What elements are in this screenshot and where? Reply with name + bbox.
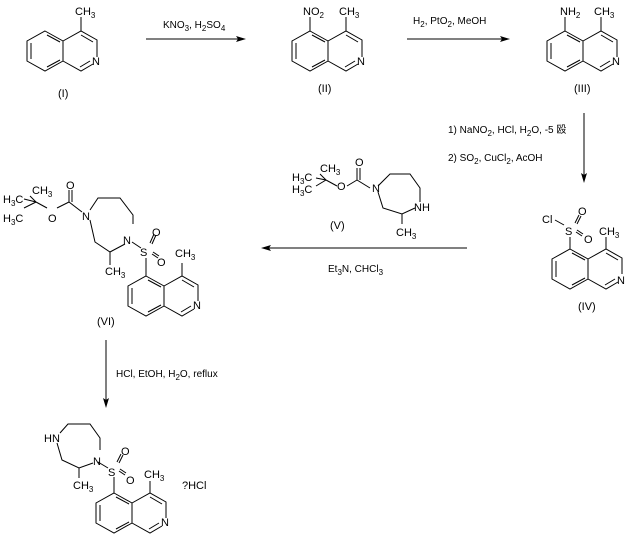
arrow-step-3: 1) NaNO2, HCl, H2O, -5 殴 2) SO2, CuCl2, …	[448, 113, 587, 183]
nitrogen-atom: N	[612, 56, 620, 68]
nitrogen-atom: N	[372, 183, 380, 195]
arrow-step-2: H2, PtO2, MeOH	[407, 16, 510, 42]
amino-group: NH2	[560, 6, 581, 20]
final-product: HN N S O O CH3 CH3 N ?HCl	[44, 423, 206, 534]
nitrogen-atom: N	[193, 300, 201, 312]
oxygen-atom: O	[121, 446, 130, 458]
compound-label: (VI)	[97, 316, 115, 328]
conditions-step-3a: 1) NaNO2, HCl, H2O, -5 殴	[448, 124, 566, 138]
nitrogen-atom: N	[93, 456, 101, 468]
conditions-step-2: H2, PtO2, MeOH	[413, 16, 486, 29]
conditions-step-5: HCl, EtOH, H2O, reflux	[116, 369, 218, 382]
ether-oxygen: O	[337, 181, 346, 193]
ch3-group: CH3	[339, 6, 360, 20]
oxygen-atom: O	[157, 257, 166, 269]
carbonyl-oxygen: O	[355, 157, 364, 169]
sulfur-atom: S	[108, 467, 115, 479]
oxygen-atom: O	[584, 234, 593, 246]
ch3-group: CH3	[32, 185, 53, 199]
compound-III: NH2 CH3 N (III)	[546, 6, 620, 95]
compound-label: (I)	[58, 88, 68, 100]
oxygen-atom: O	[578, 206, 587, 218]
ch3-group: CH3	[599, 226, 620, 240]
compound-label: (IV)	[578, 301, 596, 313]
compound-IV: Cl S O O CH3 N (IV)	[542, 206, 625, 313]
h3c-group: H3C	[292, 184, 312, 198]
nitrogen-atom: N	[357, 56, 365, 68]
ether-oxygen: O	[48, 213, 57, 225]
compound-label: (V)	[330, 220, 345, 232]
ch3-group: CH3	[144, 469, 165, 483]
h3c-group: H3C	[292, 172, 312, 186]
h3c-group: H3C	[3, 194, 23, 208]
compound-II: NO2 CH3 N (II)	[291, 6, 365, 95]
hn-group: HN	[44, 433, 60, 445]
ch3-group: CH3	[320, 163, 341, 177]
arrow-step-5: HCl, EtOH, H2O, reflux	[103, 340, 218, 408]
ch3-group: CH3	[594, 6, 615, 20]
compound-label: (III)	[574, 83, 591, 95]
conditions-step-3b: 2) SO2, CuCl2, AcOH	[448, 153, 543, 166]
hcl-salt-label: ?HCl	[182, 480, 206, 492]
compound-VI: H3C H3C CH3 O O N N S O O CH3 CH3 N (VI)	[3, 180, 201, 328]
compound-V: H3C H3C CH3 O O N NH CH3 (V)	[292, 157, 430, 241]
arrow-step-1: KNO3, H2SO4	[146, 20, 246, 42]
nitrogen-atom: N	[161, 517, 169, 529]
carbonyl-oxygen: O	[66, 180, 75, 192]
compound-label: (II)	[318, 83, 331, 95]
ch3-group: CH3	[73, 480, 94, 494]
nitrogen-atom: N	[123, 235, 131, 247]
compound-I: CH3 N (I)	[26, 6, 100, 100]
h3c-group: H3C	[3, 213, 23, 227]
ch3-group: CH3	[105, 266, 126, 280]
conditions-step-1: KNO3, H2SO4	[163, 20, 226, 33]
arrow-step-4: Et3N, CHCl3	[261, 245, 467, 277]
nh-group: NH	[414, 202, 430, 214]
oxygen-atom: O	[152, 227, 161, 239]
nitrogen-atom: N	[82, 211, 90, 223]
sulfur-atom: S	[565, 226, 572, 238]
ch3-group: CH3	[75, 6, 96, 20]
nitrogen-atom: N	[92, 56, 100, 68]
ch3-group: CH3	[175, 248, 196, 262]
nitrogen-atom: N	[617, 275, 625, 287]
conditions-step-4: Et3N, CHCl3	[328, 264, 384, 277]
sulfur-atom: S	[140, 247, 147, 259]
oxygen-atom: O	[126, 475, 135, 487]
ch3-group: CH3	[396, 227, 417, 241]
chlorine-atom: Cl	[542, 214, 552, 226]
nitro-group: NO2	[303, 6, 325, 20]
